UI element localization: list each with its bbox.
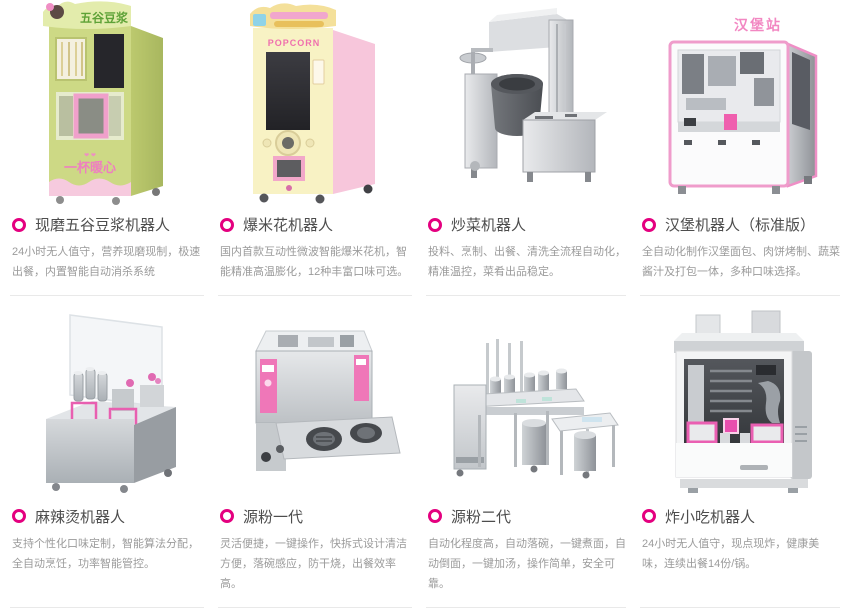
product-title: 源粉二代 bbox=[451, 508, 512, 526]
stir-fry-robot-illustration bbox=[459, 8, 607, 182]
product-title-row: 爆米花机器人 bbox=[220, 214, 412, 235]
product-image-malatang-robot bbox=[10, 306, 204, 504]
product-title-row: 现磨五谷豆浆机器人 bbox=[12, 214, 204, 235]
product-description: 24小时无人值守，现点现炸，健康美味，连续出餐14份/锅。 bbox=[642, 537, 820, 571]
soymilk-front-text: 一杯暖心 bbox=[64, 160, 116, 175]
product-title-row: 炒菜机器人 bbox=[428, 214, 626, 235]
soymilk-sign-text: 五谷豆浆 bbox=[80, 10, 129, 25]
popcorn-brand-text: POPCORN bbox=[268, 38, 321, 48]
title-bullet-icon bbox=[642, 217, 656, 232]
product-image-burger-robot: 汉堡站 bbox=[640, 0, 840, 212]
product-image-popcorn-robot: POPCORN bbox=[218, 0, 412, 212]
product-card-fried-snack-robot[interactable]: 炸小吃机器人 24小时无人值守，现点现炸，健康美味，连续出餐14份/锅。 bbox=[640, 306, 840, 608]
product-title-row: 汉堡机器人（标准版） bbox=[642, 214, 840, 235]
title-bullet-icon bbox=[220, 217, 234, 232]
title-bullet-icon bbox=[428, 217, 442, 232]
product-card-stir-fry-robot[interactable]: 炒菜机器人 投料、烹制、出餐、清洗全流程自动化，精准温控，菜肴出品稳定。 bbox=[426, 0, 626, 296]
product-title: 源粉一代 bbox=[243, 508, 304, 526]
popcorn-robot-illustration: POPCORN bbox=[250, 3, 375, 204]
product-card-noodle-gen2[interactable]: 源粉二代 自动化程度高，自动落碗，一键煮面，自动倒面，一键加汤，操作简单，安全可… bbox=[426, 306, 626, 608]
malatang-robot-illustration bbox=[46, 313, 176, 493]
product-image-soymilk-robot: 五谷豆浆 ❤ ❤ 一杯暖心 bbox=[10, 0, 204, 212]
title-bullet-icon bbox=[220, 509, 234, 524]
product-description: 灵活便捷，一键操作，快拆式设计清洁方便，落碗感应，防干烧，出餐效率高。 bbox=[220, 537, 407, 591]
burger-robot-illustration: 汉堡站 bbox=[668, 17, 818, 194]
fried-snack-robot-illustration bbox=[674, 310, 812, 493]
noodle-gen2-illustration bbox=[453, 338, 619, 479]
product-title-row: 源粉二代 bbox=[428, 506, 626, 527]
product-description: 支持个性化口味定制，智能算法分配，全自动烹饪，功率智能管控。 bbox=[12, 537, 199, 571]
product-image-noodle-gen1 bbox=[218, 306, 412, 504]
product-title-row: 源粉一代 bbox=[220, 506, 412, 527]
title-bullet-icon bbox=[428, 509, 442, 524]
product-description: 国内首款互动性微波智能爆米花机，智能精准高温膨化，12种丰富口味可选。 bbox=[220, 246, 409, 279]
product-description: 自动化程度高，自动落碗，一键煮面，自动倒面，一键加汤，操作简单，安全可靠。 bbox=[428, 537, 626, 591]
title-bullet-icon bbox=[642, 509, 656, 524]
product-description: 全自动化制作汉堡面包、肉饼烤制、蔬菜酱汁及打包一体，多种口味选择。 bbox=[642, 246, 840, 279]
product-title: 爆米花机器人 bbox=[243, 217, 334, 234]
product-image-fried-snack-robot bbox=[640, 306, 840, 504]
product-card-noodle-gen1[interactable]: 源粉一代 灵活便捷，一键操作，快拆式设计清洁方便，落碗感应，防干烧，出餐效率高。 bbox=[218, 306, 412, 608]
product-title: 汉堡机器人（标准版） bbox=[665, 217, 816, 234]
title-bullet-icon bbox=[12, 509, 26, 524]
soymilk-front-smalltext: ❤ ❤ bbox=[84, 153, 96, 159]
product-title: 麻辣烫机器人 bbox=[35, 508, 126, 526]
product-card-popcorn-robot[interactable]: POPCORN 爆米花机器人 国内首款互动性微波智能 bbox=[218, 0, 412, 296]
product-title: 炒菜机器人 bbox=[451, 217, 527, 234]
product-image-noodle-gen2 bbox=[426, 306, 626, 504]
product-card-malatang-robot[interactable]: 麻辣烫机器人 支持个性化口味定制，智能算法分配，全自动烹饪，功率智能管控。 bbox=[10, 306, 204, 608]
product-title: 炸小吃机器人 bbox=[665, 508, 756, 526]
product-title-row: 麻辣烫机器人 bbox=[12, 506, 204, 527]
product-title-row: 炸小吃机器人 bbox=[642, 506, 840, 527]
product-title: 现磨五谷豆浆机器人 bbox=[35, 217, 171, 234]
product-description: 24小时无人值守，营养现磨现制，极速出餐，内置智能自动消杀系统 bbox=[12, 246, 201, 279]
title-bullet-icon bbox=[12, 217, 26, 232]
burger-sign-text: 汉堡站 bbox=[734, 17, 782, 33]
product-description: 投料、烹制、出餐、清洗全流程自动化，精准温控，菜肴出品稳定。 bbox=[428, 246, 626, 279]
soymilk-robot-illustration: 五谷豆浆 ❤ ❤ 一杯暖心 bbox=[43, 1, 163, 205]
product-card-burger-robot[interactable]: 汉堡站 bbox=[640, 0, 840, 296]
product-card-soymilk-robot[interactable]: 五谷豆浆 ❤ ❤ 一杯暖心 bbox=[10, 0, 204, 296]
product-image-stir-fry-robot bbox=[426, 0, 626, 212]
noodle-gen1-illustration bbox=[255, 330, 401, 471]
